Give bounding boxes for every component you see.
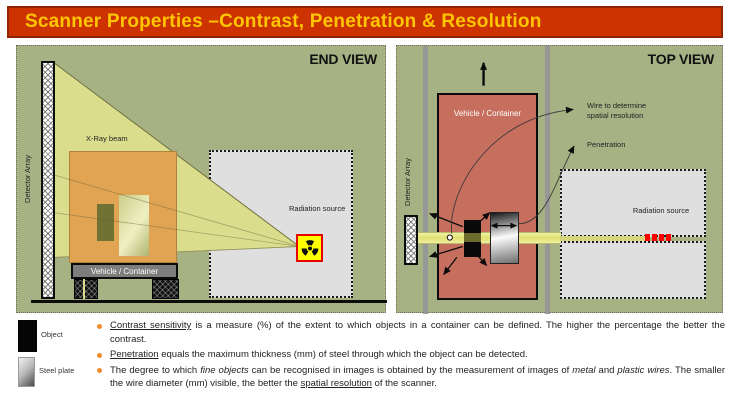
- xray-beam-label: X-Ray beam: [86, 134, 128, 143]
- radiation-source-icon: [296, 234, 323, 262]
- page-title: Scanner Properties –Contrast, Penetratio…: [25, 11, 542, 32]
- detector-array-label: Detector Array: [403, 158, 412, 206]
- vehicle-container-bar: Vehicle / Container: [71, 263, 178, 279]
- end-view-radiation-source-area: [209, 150, 353, 298]
- radiation-source-label: Radiation source: [289, 204, 346, 213]
- radiation-source-dashes: [645, 234, 671, 241]
- radiation-source-label: Radiation source: [632, 206, 690, 215]
- detector-array-box: [404, 215, 418, 265]
- xray-beam-line: [560, 236, 646, 241]
- steel-plate-top-view: [490, 212, 519, 264]
- steel-plate-in-container: [119, 195, 149, 256]
- top-view-panel: Vehicle / Container Detector Array: [396, 45, 723, 314]
- detector-array-bar: [41, 61, 55, 299]
- top-view-title: TOP VIEW: [647, 51, 715, 67]
- beam-edge-strip: [83, 279, 85, 299]
- wheel: [74, 279, 98, 299]
- vehicle-container-top: Vehicle / Container: [437, 93, 538, 300]
- ground-line: [31, 300, 387, 303]
- end-view-panel: Vehicle / Container Detector Array X-Ray…: [16, 45, 387, 313]
- end-view-title: END VIEW: [309, 51, 377, 67]
- wire-spatial-resolution-label: Wire to determine spatial resolution: [587, 101, 647, 120]
- top-view-radiation-source-area-upper: [560, 169, 706, 237]
- legend-steel-plate-label: Steel plate: [39, 366, 75, 375]
- vehicle-container-label: Vehicle / Container: [453, 109, 522, 118]
- bullet-penetration: Penetration equals the maximum thickness…: [96, 348, 725, 362]
- xray-beam-band: [417, 232, 561, 244]
- penetration-label: Penetration: [587, 140, 626, 149]
- beam-through-object: [464, 233, 481, 242]
- wheel: [152, 279, 179, 299]
- bullet-contrast-sensitivity: Contrast sensitivity is a measure (%) of…: [96, 319, 725, 346]
- legend-object-label: Object: [41, 330, 63, 339]
- detector-array-label: Detector Array: [23, 155, 32, 203]
- definitions-text: Contrast sensitivity is a measure (%) of…: [96, 319, 725, 393]
- title-bar: Scanner Properties –Contrast, Penetratio…: [7, 6, 723, 38]
- legend-steel-plate-swatch: [18, 357, 35, 387]
- vehicle-container-label: Vehicle / Container: [90, 266, 159, 276]
- legend-object-swatch: [18, 320, 37, 352]
- top-view-radiation-source-area-lower: [560, 241, 706, 299]
- scan-lane-line: [423, 46, 428, 314]
- bullet-spatial-resolution: The degree to which fine objects can be …: [96, 364, 725, 391]
- scan-lane-line: [545, 46, 550, 314]
- object-in-container: [97, 204, 114, 241]
